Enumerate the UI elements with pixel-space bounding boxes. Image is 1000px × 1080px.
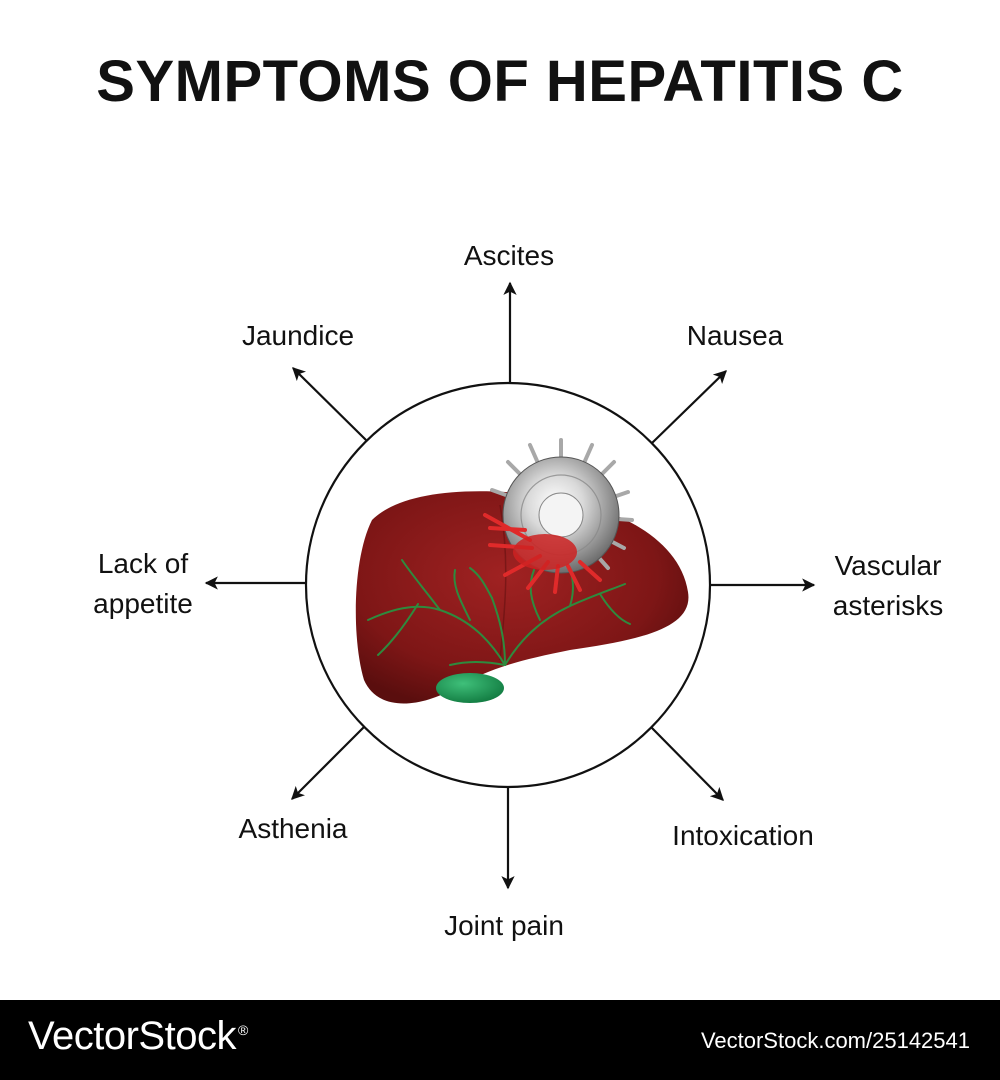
page-title: SYMPTOMS OF HEPATITIS C: [96, 49, 904, 114]
gallbladder: [436, 673, 504, 703]
symptom-label-right: Vascular asterisks: [832, 550, 944, 621]
symptom-label-top-right: Nausea: [686, 320, 784, 351]
arrow-icon: [292, 367, 367, 441]
symptom-label-bottom: Joint pain: [444, 910, 564, 941]
arrow-icon: [291, 726, 365, 800]
arrow-icon: [649, 725, 724, 801]
arrows: [204, 281, 816, 890]
symptom-label-bottom-right: Intoxication: [672, 820, 814, 851]
symptom-label-top-left: Jaundice: [241, 320, 355, 351]
diagram-canvas: [204, 281, 816, 890]
virus-particle: [483, 438, 634, 594]
registered-mark: ®: [237, 1022, 248, 1038]
brand-logo: VectorStock®: [28, 1014, 248, 1059]
symptom-label-top: Ascites: [463, 240, 555, 271]
symptom-label-left: Lack of appetite: [93, 548, 193, 619]
liver-with-virus-icon: [355, 438, 689, 704]
image-reference: VectorStock.com/25142541: [700, 1028, 970, 1053]
symptom-label-bottom-left: Asthenia: [238, 813, 348, 844]
watermark-footer: VectorStock® VectorStock.com/25142541: [0, 1000, 1000, 1080]
arrow-icon: [651, 370, 727, 444]
brand-name: VectorStock: [28, 1014, 236, 1058]
bile-ducts: [367, 559, 631, 666]
